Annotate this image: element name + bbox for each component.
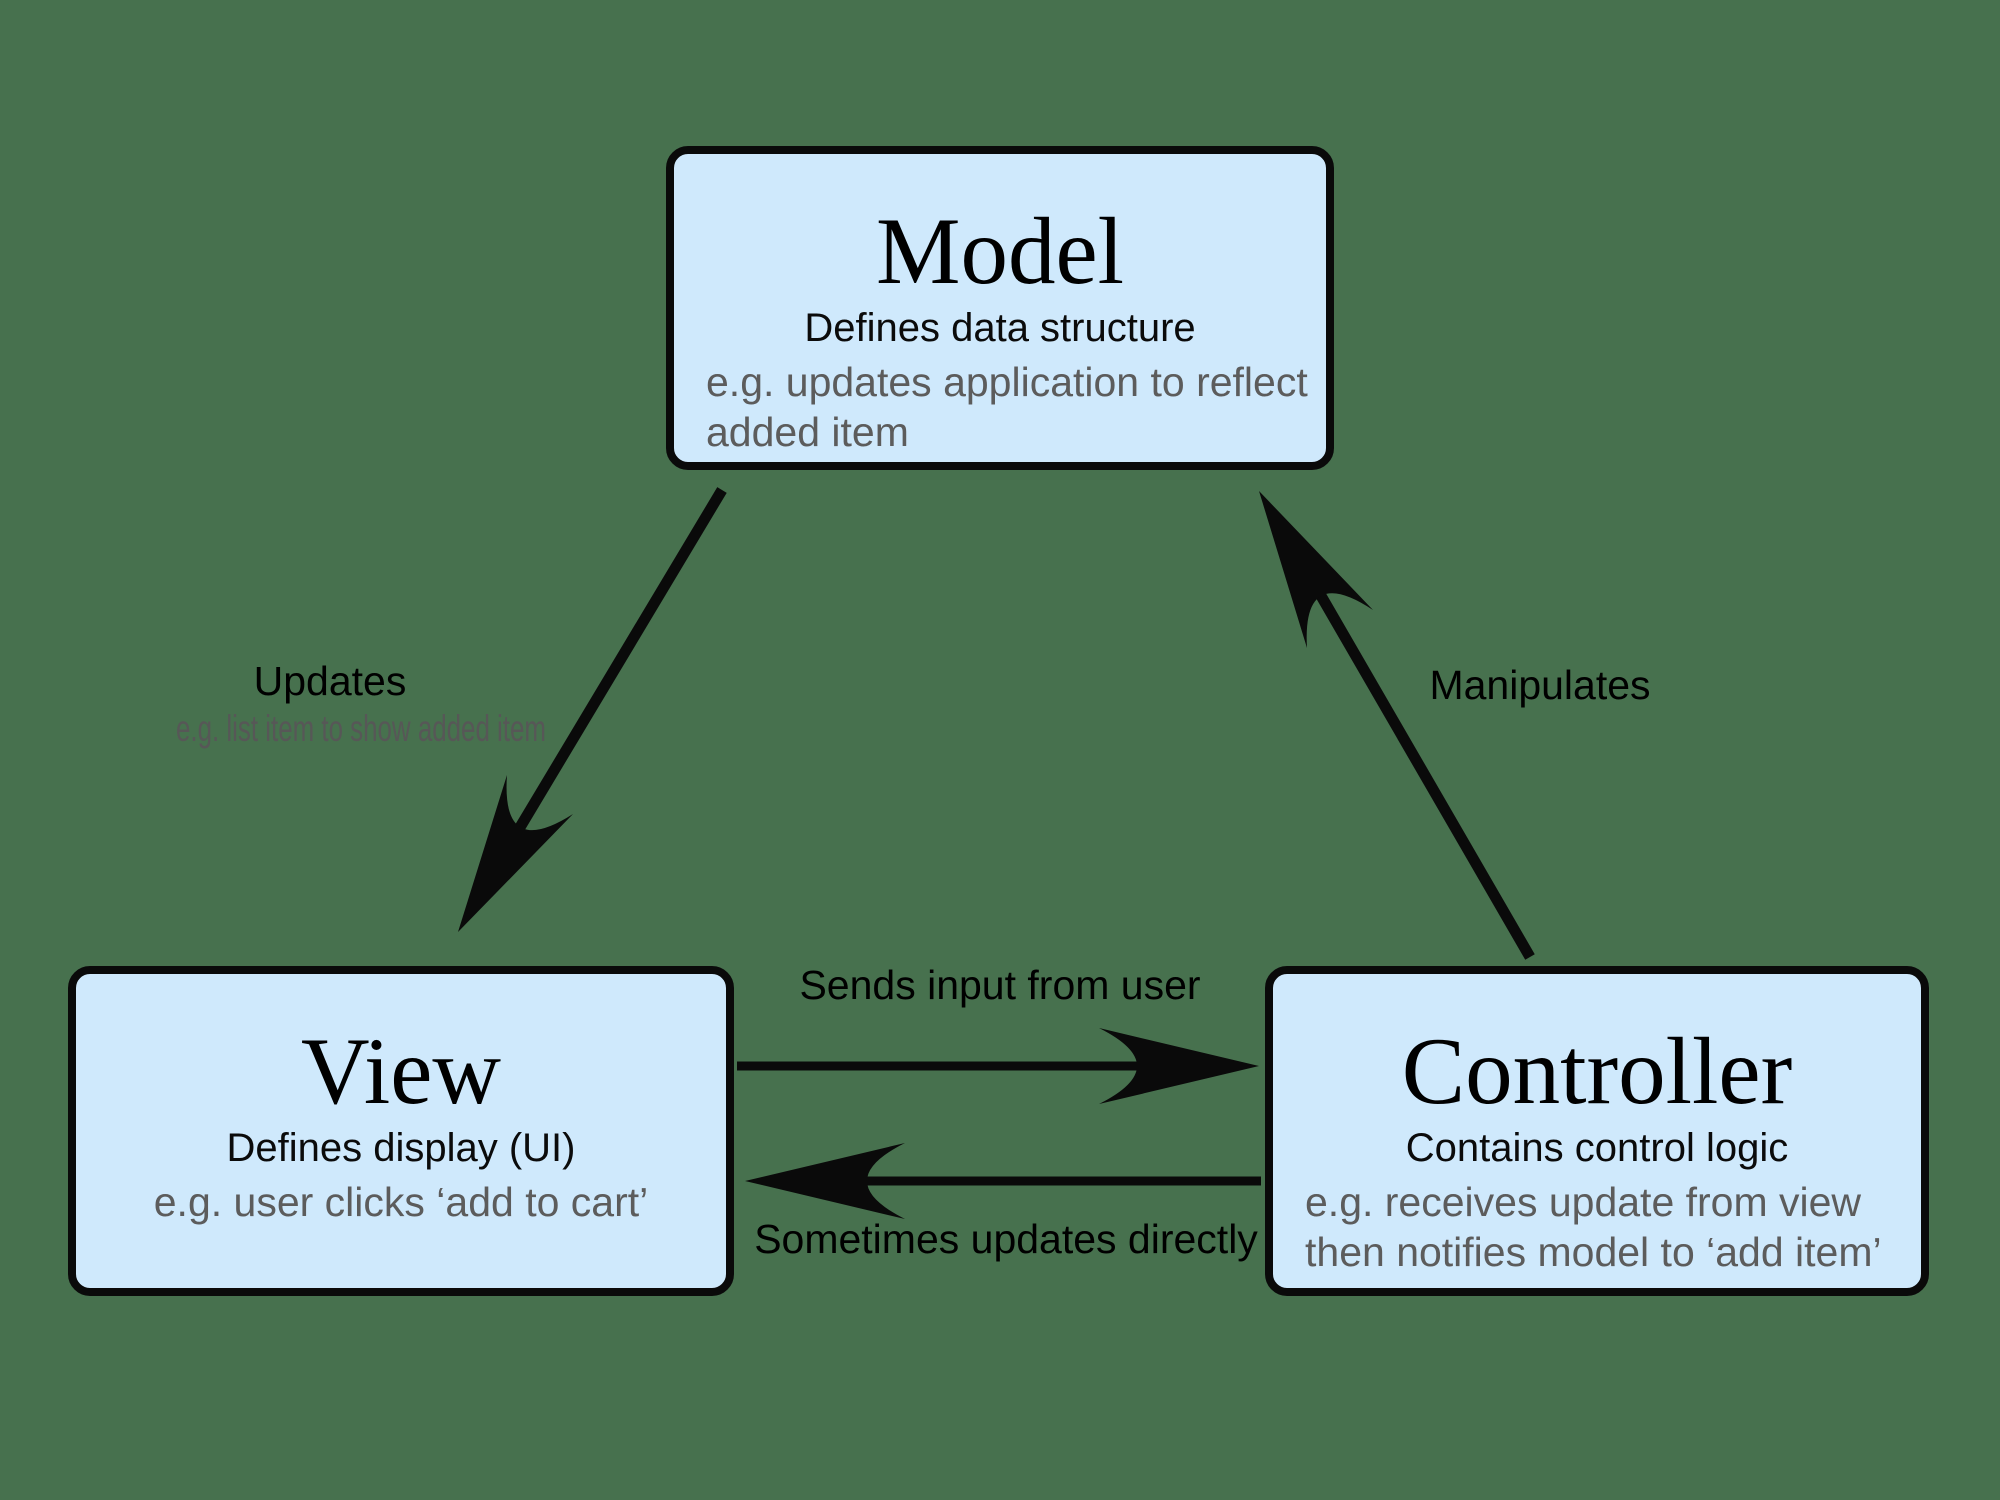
model-example: e.g. updates application to reflect adde… xyxy=(674,357,1326,459)
model-example-line2: added item xyxy=(706,409,909,456)
sends-input-arrow xyxy=(737,1028,1259,1104)
updates-directly-label: Sometimes updates directly xyxy=(754,1216,1258,1262)
sends-input-label: Sends input from user xyxy=(799,962,1201,1008)
view-node: View Defines display (UI) e.g. user clic… xyxy=(68,966,734,1296)
model-example-line1: e.g. updates application to reflect xyxy=(706,358,1308,405)
view-example-line1: e.g. user clicks ‘add to cart’ xyxy=(153,1178,649,1225)
controller-node: Controller Contains control logic e.g. r… xyxy=(1265,966,1929,1296)
updates-directly-arrow xyxy=(745,1143,1261,1219)
manipulates-arrowhead-icon xyxy=(1259,491,1373,648)
updates-arrowhead-icon xyxy=(458,775,573,932)
view-example: e.g. user clicks ‘add to cart’ xyxy=(154,1177,648,1228)
sends-input-arrowhead-icon xyxy=(1099,1028,1259,1104)
updates-arrow xyxy=(458,487,727,932)
controller-subtitle: Contains control logic xyxy=(1405,1125,1789,1170)
model-subtitle: Defines data structure xyxy=(804,305,1196,350)
updates-sublabel: e.g. list item to show added item xyxy=(97,708,626,750)
model-title: Model xyxy=(875,198,1125,304)
updates-arrow-line xyxy=(514,487,727,832)
view-subtitle: Defines display (UI) xyxy=(226,1125,576,1170)
manipulates-label: Manipulates xyxy=(1429,662,1651,708)
manipulates-arrow xyxy=(1259,491,1535,960)
view-title: View xyxy=(300,1018,502,1124)
controller-title: Controller xyxy=(1401,1018,1793,1124)
updates-directly-arrowhead-icon xyxy=(745,1143,905,1219)
updates-label: Updates xyxy=(253,658,407,704)
controller-example: e.g. receives update from view then noti… xyxy=(1273,1177,1921,1279)
manipulates-arrow-line xyxy=(1315,591,1535,960)
controller-example-line1: e.g. receives update from view xyxy=(1305,1178,1862,1225)
model-node: Model Defines data structure e.g. update… xyxy=(666,146,1334,470)
updates-sublabel-text: e.g. list item to show added item xyxy=(176,708,546,749)
controller-example-line2: then notifies model to ‘add item’ xyxy=(1305,1229,1882,1276)
